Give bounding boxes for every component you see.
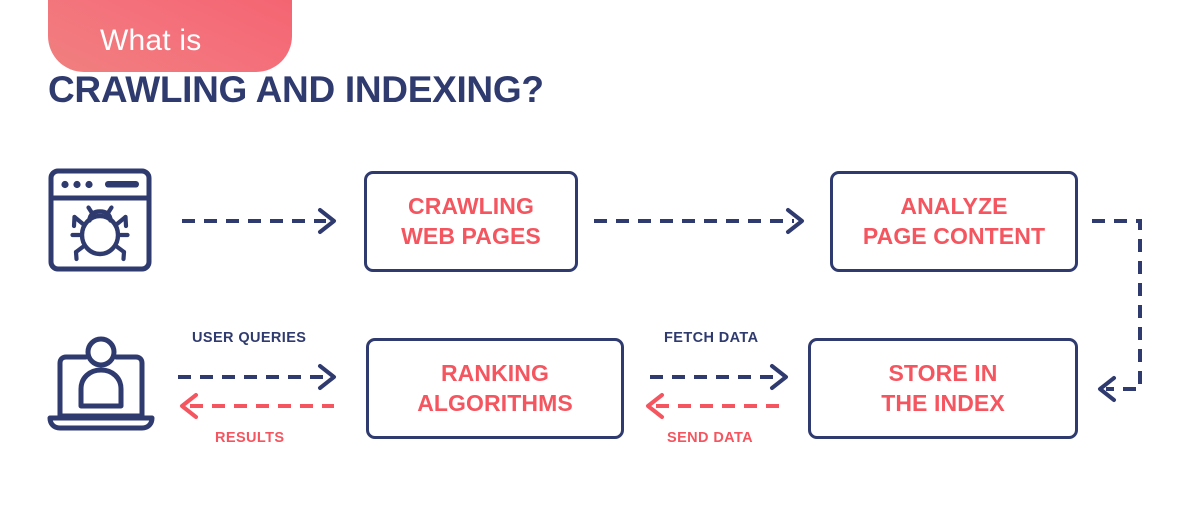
header-eyebrow: What is	[100, 24, 202, 57]
arrow-crawler-to-crawling	[182, 208, 336, 234]
flow-box-label: ANALYZE PAGE CONTENT	[862, 193, 1046, 249]
browser-window-bug-icon	[48, 168, 152, 277]
connector-label-results: RESULTS	[215, 430, 285, 446]
flow-box-label: RANKING ALGORITHMS	[417, 360, 573, 416]
arrow-ranking-to-store	[650, 364, 788, 390]
laptop-user-icon	[46, 334, 156, 439]
connector-label-send-data: SEND DATA	[667, 430, 754, 446]
arrow-crawling-to-analyze	[594, 208, 804, 234]
flow-box-label: STORE IN THE INDEX	[881, 360, 1005, 416]
connector-label-fetch-data: FETCH DATA	[664, 330, 759, 346]
header-banner	[48, 0, 292, 72]
arrow-analyze-to-store	[1092, 219, 1142, 402]
arrow-user-to-ranking	[178, 364, 336, 390]
flow-box-store-in-the-index[interactable]: STORE IN THE INDEX	[808, 338, 1078, 439]
flow-box-analyze-page-content[interactable]: ANALYZE PAGE CONTENT	[830, 171, 1078, 272]
page-title: CRAWLING AND INDEXING?	[48, 69, 544, 110]
flow-box-label: CRAWLING WEB PAGES	[401, 193, 541, 249]
arrow-ranking-to-user	[180, 393, 334, 419]
flow-box-ranking-algorithms[interactable]: RANKING ALGORITHMS	[366, 338, 624, 439]
connector-label-user-queries: USER QUERIES	[192, 330, 307, 346]
flow-box-crawling-web-pages[interactable]: CRAWLING WEB PAGES	[364, 171, 578, 272]
arrow-store-to-ranking	[646, 393, 786, 419]
